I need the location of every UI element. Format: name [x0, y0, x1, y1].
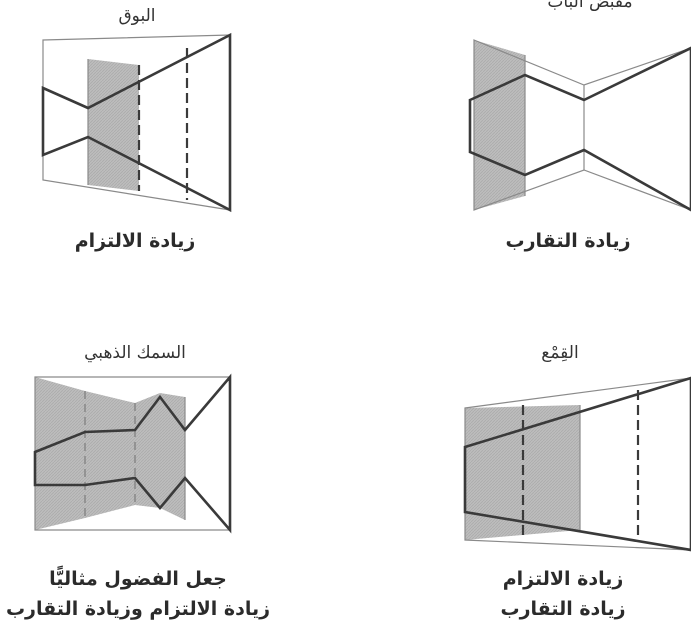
goldfish-shape [33, 373, 232, 534]
horn-shaded-panel [88, 59, 139, 191]
funnel-title: القِمْع [541, 343, 579, 363]
horn-diagram [41, 32, 232, 213]
door-handle-shape [468, 46, 691, 212]
funnel-diagram [463, 376, 691, 552]
door-handle-diagram [468, 39, 691, 212]
goldfish-diagram [33, 373, 232, 534]
door-handle-caption: زيادة التقارب [505, 230, 631, 252]
horn-caption: زيادة الالتزام [74, 230, 196, 252]
goldfish-title: السمك الذهبي [84, 343, 186, 363]
goldfish-caption-line-1: جعل الفضول مثاليًّا [49, 568, 227, 590]
goldfish-caption-line-2: زيادة الالتزام وزيادة التقارب [5, 598, 271, 620]
horn-title: البوق [118, 6, 156, 26]
funnel-caption-line-1: زيادة الالتزام [502, 568, 624, 590]
horn-shape [41, 32, 232, 213]
door-handle-title: مقبض الباب [547, 0, 633, 12]
funnel-shape [463, 376, 691, 552]
funnel-caption-line-2: زيادة التقارب [500, 598, 626, 620]
door-handle-shaded-panel [474, 40, 525, 210]
